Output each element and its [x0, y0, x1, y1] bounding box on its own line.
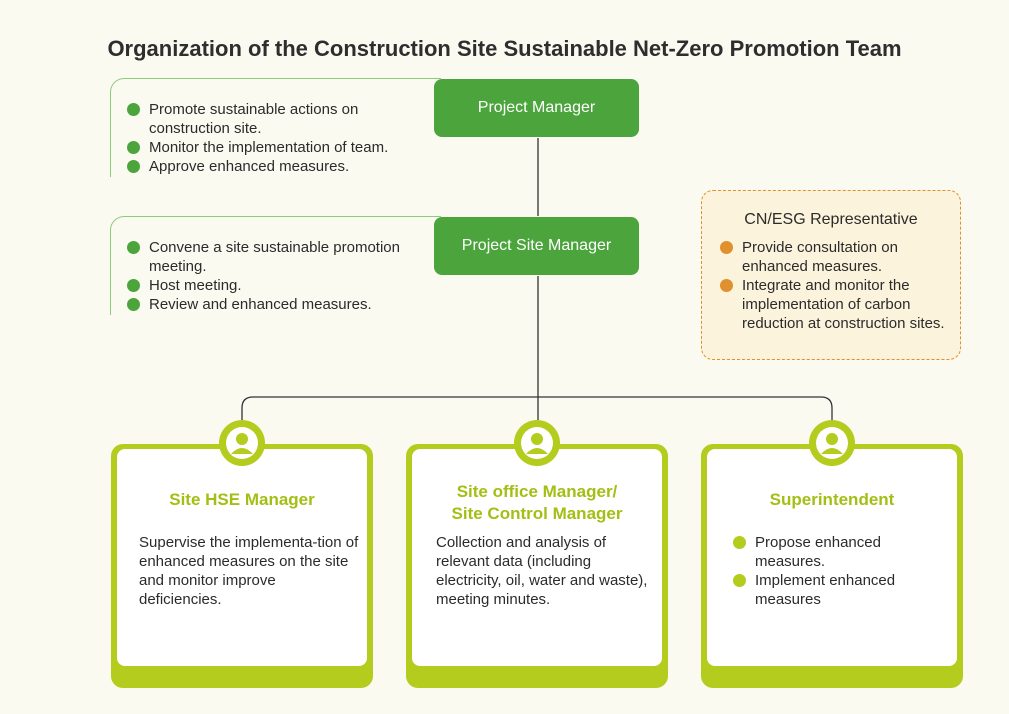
list-item: Approve enhanced measures.: [127, 157, 437, 176]
card-body: Site office Manager/ Site Control Manage…: [412, 449, 662, 666]
project-site-manager-box: Project Site Manager: [434, 217, 639, 275]
list-item: Implement enhanced measures: [733, 571, 943, 609]
bullet-dot: [127, 279, 140, 292]
bullet-dot: [127, 160, 140, 173]
cn-esg-representative-box: CN/ESG Representative Provide consultati…: [701, 190, 961, 360]
person-icon: [219, 420, 265, 466]
list-item: Convene a site sustainable promotion mee…: [127, 238, 427, 276]
site-office-manager-card: Site office Manager/ Site Control Manage…: [406, 444, 668, 688]
superintendent-card: Superintendent Propose enhanced measures…: [701, 444, 963, 688]
bullet-dot: [127, 141, 140, 154]
site-hse-manager-card: Site HSE Manager Supervise the implement…: [111, 444, 373, 688]
bullet-dot: [127, 103, 140, 116]
list-item: Host meeting.: [127, 276, 427, 295]
project-manager-label: Project Manager: [477, 99, 596, 116]
card-title: Site office Manager/ Site Control Manage…: [451, 482, 623, 523]
list-item: Propose enhanced measures.: [733, 533, 943, 571]
bullet-dot: [720, 241, 733, 254]
project-site-manager-bracket: [110, 216, 441, 315]
card-body: Site HSE Manager Supervise the implement…: [117, 449, 367, 666]
project-manager-box: Project Manager: [434, 79, 639, 137]
list-item: Promote sustainable actions on construct…: [127, 100, 437, 138]
list-item: Review and enhanced measures.: [127, 295, 427, 314]
card-title: Site HSE Manager: [169, 490, 315, 509]
bullet-dot: [127, 298, 140, 311]
superintendent-duties: Propose enhanced measures. Implement enh…: [733, 533, 943, 609]
bullet-dot: [720, 279, 733, 292]
bullet-dot: [127, 241, 140, 254]
card-description: Supervise the implementa-tion of enhance…: [139, 534, 359, 608]
project-manager-bracket: [110, 78, 441, 177]
project-site-manager-label: Project Site Manager: [461, 237, 612, 254]
list-item: Integrate and monitor the implementation…: [720, 276, 945, 333]
person-icon: [809, 420, 855, 466]
cn-esg-duties: Provide consultation on enhanced measure…: [720, 238, 945, 333]
cn-esg-title: CN/ESG Representative: [744, 211, 918, 228]
card-title: Superintendent: [769, 490, 895, 509]
card-body: Superintendent Propose enhanced measures…: [707, 449, 957, 666]
person-icon: [514, 420, 560, 466]
list-item: Provide consultation on enhanced measure…: [720, 238, 945, 276]
card-description: Collection and analysis of relevant data…: [436, 534, 648, 608]
bullet-dot: [733, 536, 746, 549]
bullet-dot: [733, 574, 746, 587]
diagram-title: Organization of the Construction Site Su…: [107, 36, 902, 61]
list-item: Monitor the implementation of team.: [127, 138, 437, 157]
project-manager-duties: Promote sustainable actions on construct…: [127, 100, 437, 176]
project-site-manager-duties: Convene a site sustainable promotion mee…: [127, 238, 427, 314]
